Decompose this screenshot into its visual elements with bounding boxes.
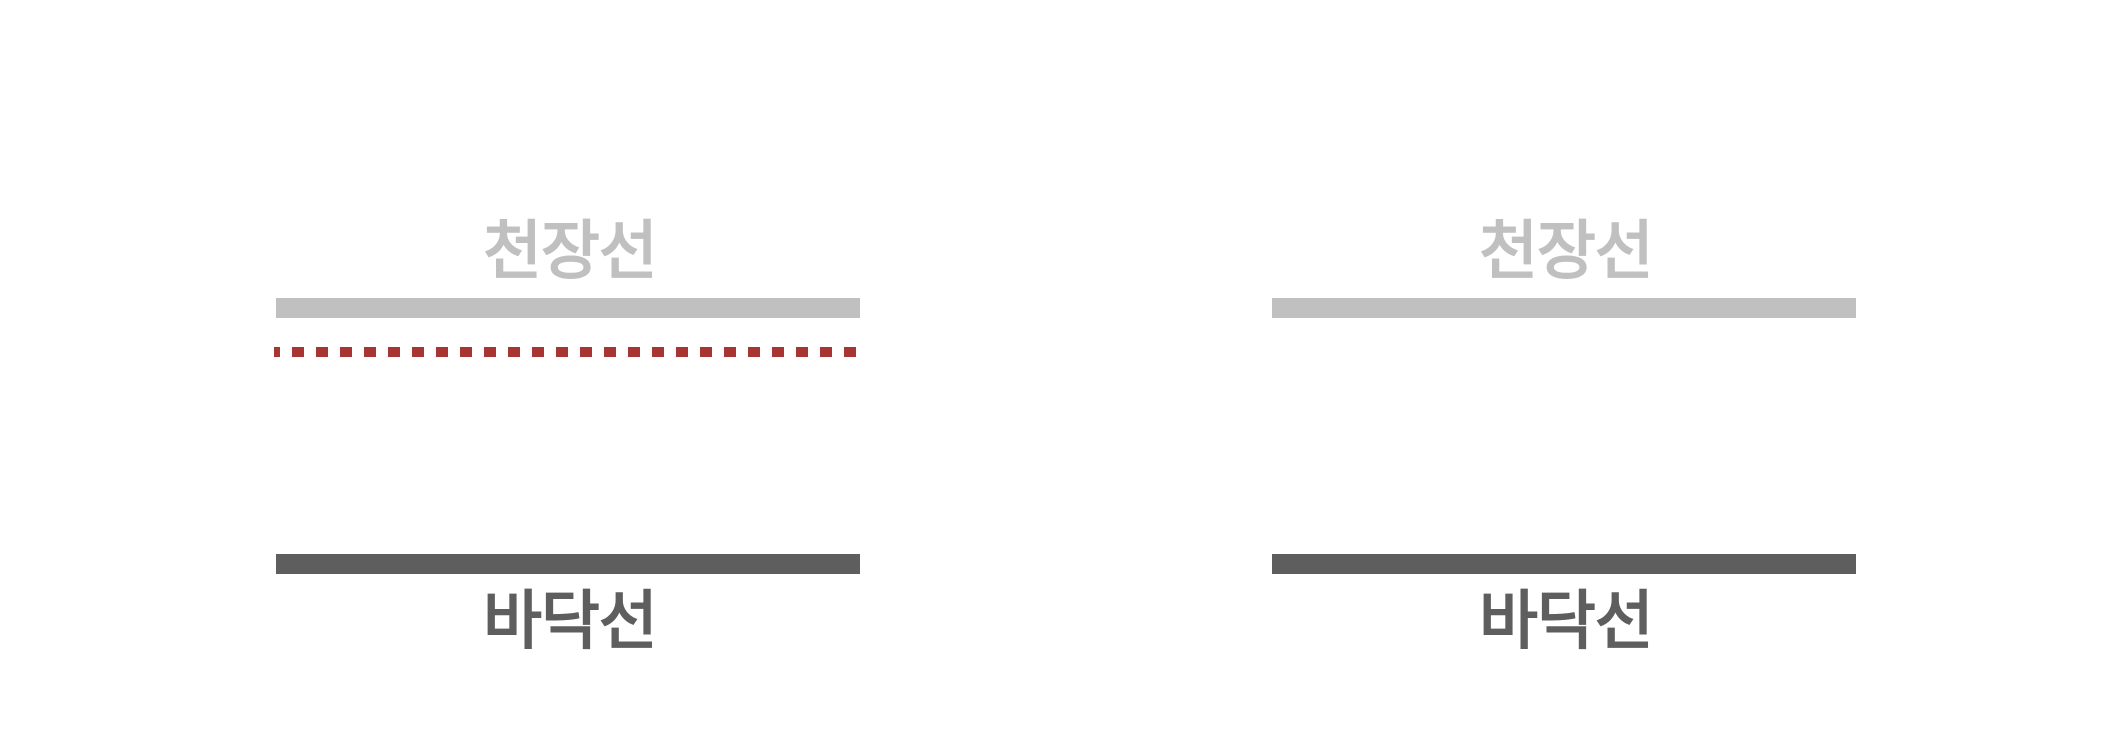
ceiling-line [1272, 298, 1856, 318]
ceiling-line [276, 298, 860, 318]
floor-label: 바닥선 [483, 585, 658, 659]
diagram-panel-right: 천장선 바닥선 [1266, 0, 1866, 743]
diagram-panel-left: 천장선 바닥선 [270, 0, 870, 743]
floor-line [1272, 554, 1856, 574]
ceiling-label: 천장선 [1479, 215, 1654, 289]
floor-label: 바닥선 [1479, 585, 1654, 659]
ceiling-label: 천장선 [483, 215, 658, 289]
dashed-line [274, 347, 864, 357]
floor-line [276, 554, 860, 574]
